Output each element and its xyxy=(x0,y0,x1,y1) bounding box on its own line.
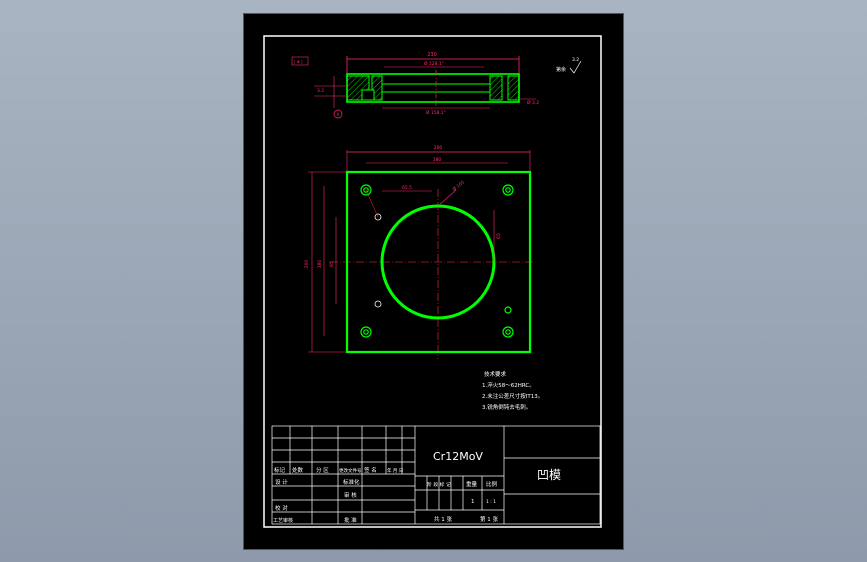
tolerance-note: | ⊗ | xyxy=(294,59,303,64)
part-name: 凹模 xyxy=(537,468,561,482)
dim-inner: Ø 158.1° xyxy=(426,109,446,116)
check-label: 校 对 xyxy=(275,504,288,512)
dim-opening-diameter: Ø 165 xyxy=(451,179,466,193)
dim-left-height: 3.2 xyxy=(317,88,324,94)
rev-header-doc: 更改文件号 xyxy=(339,467,362,474)
dim-opening-side: 65 xyxy=(496,233,502,239)
bolt-hole xyxy=(360,326,372,338)
rev-header-sign: 签 名 xyxy=(364,466,377,474)
tolerance-frame xyxy=(291,56,309,66)
rev-header-mark: 标记 xyxy=(274,466,286,474)
plate-outline xyxy=(345,170,532,354)
rev-header-date: 年 月 日 xyxy=(387,467,403,474)
svg-text:A: A xyxy=(337,112,340,117)
section-marker xyxy=(333,109,343,119)
title-block xyxy=(271,425,601,525)
title-block-text: Cr12MoV 凹模 标记 处数 分 区 更改文件号 签 名 年 月 日 设 计… xyxy=(273,450,561,524)
dim-plan-inner-height: 180 xyxy=(317,260,323,269)
standardize-label: 标准化 xyxy=(343,478,360,486)
section-view: 230 Ø 128.1° Ø 158.1° 3.2 | ⊗ | A Ø 3.2 … xyxy=(291,52,582,119)
weight-value: 1 xyxy=(471,499,475,505)
dowel-hole xyxy=(374,300,382,308)
dim-top-overall: 230 xyxy=(427,52,437,58)
bolt-hole xyxy=(502,184,514,196)
rev-header-count: 处数 xyxy=(292,466,304,474)
dim-bore: Ø 128.1° xyxy=(424,60,444,67)
bolt-hole xyxy=(502,326,514,338)
note-3: 3.锐角倒钝去毛刺。 xyxy=(482,403,531,411)
review-label: 审 核 xyxy=(344,491,357,499)
stage-label: 阶 段 标 记 xyxy=(427,481,451,488)
note-2: 2.未注公差尺寸按IT13。 xyxy=(482,392,543,400)
roughness-symbol xyxy=(569,60,582,74)
technical-notes: 技术要求 1.淬火58～62HRC。 2.未注公差尺寸按IT13。 3.锐角倒钝… xyxy=(482,370,543,411)
notes-title: 技术要求 xyxy=(484,370,507,378)
sheet-number: 第 1 张 xyxy=(480,515,498,523)
dim-plan-height: 200 xyxy=(304,260,310,269)
roughness-value: 3.2 xyxy=(572,57,579,63)
weight-label: 重量 xyxy=(466,480,478,488)
approve-label: 批 准 xyxy=(344,516,357,524)
scale-label: 比例 xyxy=(486,480,498,488)
surface-note: 第余 xyxy=(556,66,566,73)
process-label: 工艺审核 xyxy=(273,517,293,524)
material-label: Cr12MoV xyxy=(433,450,483,463)
drawing-sheet: 230 Ø 128.1° Ø 158.1° 3.2 | ⊗ | A Ø 3.2 … xyxy=(243,13,624,550)
sheets-total: 共 1 张 xyxy=(434,515,452,523)
dim-hole-offset: 65.5 xyxy=(402,185,412,191)
dim-plan-inner-width: 180 xyxy=(433,157,442,163)
drawing-border xyxy=(263,35,602,528)
drawing-canvas: 230 Ø 128.1° Ø 158.1° 3.2 | ⊗ | A Ø 3.2 … xyxy=(263,35,602,528)
dowel-hole xyxy=(374,213,382,221)
dim-plan-side: 65 xyxy=(329,261,335,267)
dim-plan-width: 200 xyxy=(434,145,443,151)
scale-value: 1 : 1 xyxy=(486,499,496,505)
dim-right-height: Ø 3.2 xyxy=(527,99,539,106)
pin-hole xyxy=(504,306,512,314)
rev-header-zone: 分 区 xyxy=(316,466,329,474)
plan-view: 200 180 200 180 65 xyxy=(304,145,534,359)
note-1: 1.淬火58～62HRC。 xyxy=(482,381,535,389)
design-label: 设 计 xyxy=(275,478,288,486)
bolt-hole xyxy=(360,184,372,196)
